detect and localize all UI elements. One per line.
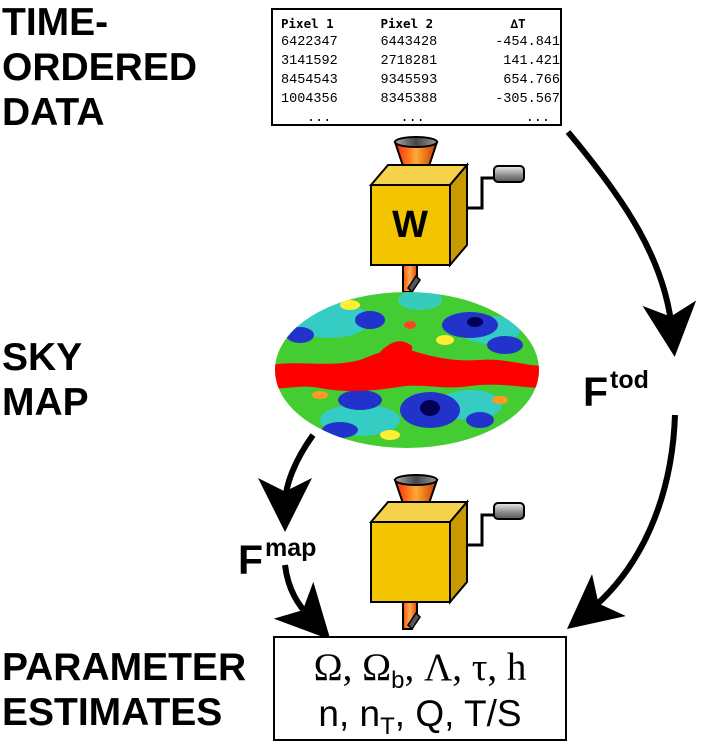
table-cell: 9345593 [380,73,438,88]
param-line-2-a: n, n [318,693,381,734]
tod-table: Pixel 1 Pixel 2 ∆T 6422347 6443428 -454.… [281,14,560,128]
parameter-box: Ω, Ωb, Λ, τ, h n, nT, Q, T/S [273,636,567,741]
table-row: 3141592 2718281 141.421 [281,52,560,71]
f-map-sup: map [265,534,317,562]
table-cell: 6443428 [380,35,438,50]
param-line-2: n, nT, Q, T/S [275,692,565,749]
table-cell: 654.766 [503,73,560,88]
machine-blank-funnel-top [394,474,438,486]
table-cell: 3141592 [281,54,338,69]
arrow-map-to-fmap [258,433,316,532]
machine-blank-box-front [370,521,451,603]
machine-blank-crank-arm [462,513,496,547]
table-cell: ... [525,111,550,126]
table-row: 1004356 8345388 -305.567 [281,90,560,109]
arrow-fmap-to-params [273,564,331,640]
param-line-1-a: Ω, Ω [313,646,392,689]
f-map-label: Fmap [238,528,316,581]
table-row: 6422347 6443428 -454.841 [281,33,560,52]
machine-blank-spout-tip [407,611,421,631]
machine-w-crank-arm [462,176,496,210]
param-label: PARAMETER ESTIMATES [2,645,246,735]
param-line-2-sub: T [380,713,395,740]
sky-map-label: SKY MAP [2,335,89,425]
param-label-line-1: PARAMETER [2,646,247,689]
tod-header-pixel2: Pixel 2 [380,16,434,31]
table-cell: 8454543 [281,73,338,88]
table-row: ... ... ... [281,109,560,128]
arrow-ftod-to-params [567,414,678,629]
machine-w-letter: W [392,204,428,246]
tod-label: TIME- ORDERED DATA [2,0,197,135]
tod-table-box: Pixel 1 Pixel 2 ∆T 6422347 6443428 -454.… [271,8,562,126]
table-cell: 8345388 [380,92,438,107]
param-line-1-sub: b [391,667,405,694]
tod-table-header-row: Pixel 1 Pixel 2 ∆T [281,14,560,33]
param-line-1: Ω, Ωb, Λ, τ, h [275,646,565,703]
table-cell: -454.841 [495,35,560,50]
machine-w-spout-tip [407,274,421,294]
machine-w-funnel-top [394,136,438,148]
machine-w-crank-handle [493,165,525,183]
param-line-2-b: , Q, T/S [394,693,522,734]
f-tod-sup: tod [610,366,649,394]
table-cell: 6422347 [281,35,338,50]
param-label-line-2: ESTIMATES [2,691,223,734]
table-cell: 2718281 [380,54,438,69]
table-cell: ... [307,111,332,126]
param-line-1-b: , Λ, τ, h [404,646,527,689]
tod-header-pixel1: Pixel 1 [281,16,334,31]
f-tod-label: Ftod [583,360,649,413]
table-cell: ... [400,111,425,126]
tod-label-line-3: DATA [2,91,105,134]
f-map-base: F [238,537,264,583]
tod-label-line-1: TIME- [2,1,109,44]
table-cell: 1004356 [281,92,338,107]
arrow-tod-to-ftod [565,130,697,357]
f-tod-base: F [583,369,609,415]
table-row: 8454543 9345593 654.766 [281,71,560,90]
tod-header-deltat: ∆T [510,16,526,31]
sky-map [275,292,539,448]
table-cell: 141.421 [503,54,560,69]
machine-w: W [368,136,525,294]
machine-blank [368,474,525,631]
machine-blank-crank-handle [493,502,525,520]
sky-label-line-2: MAP [2,381,89,424]
tod-label-line-2: ORDERED [2,46,198,89]
table-cell: -305.567 [495,92,560,107]
sky-label-line-1: SKY [2,336,83,379]
